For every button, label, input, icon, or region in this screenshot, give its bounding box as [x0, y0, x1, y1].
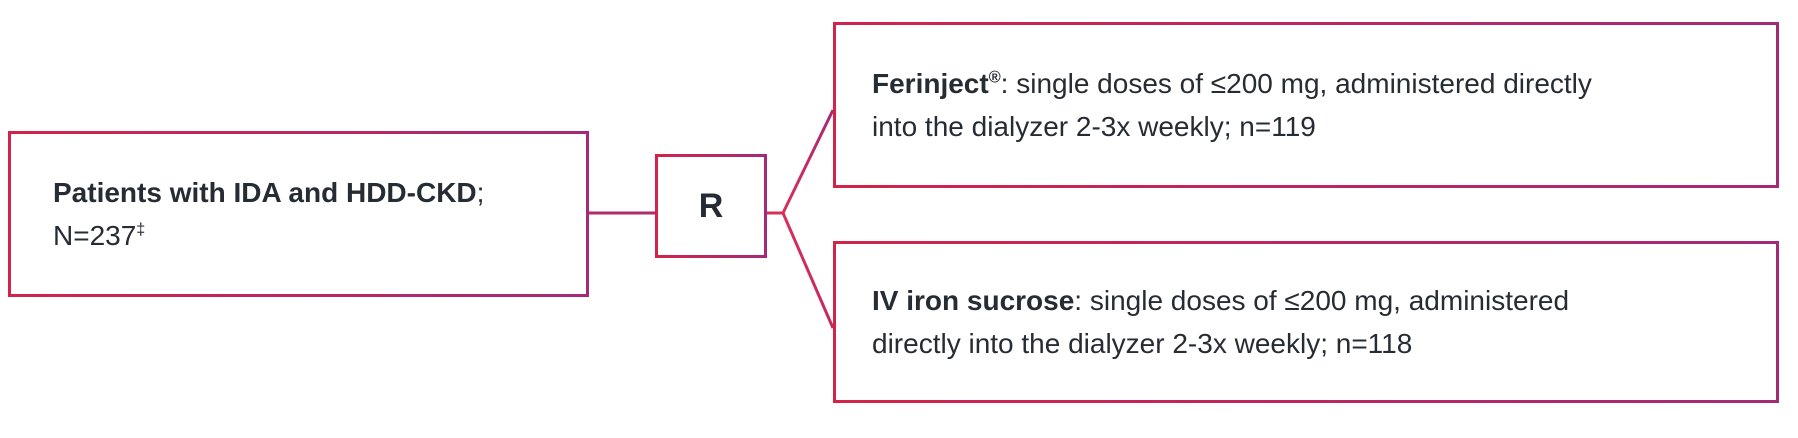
iron-sucrose-arm-line1: IV iron sucrose: single doses of ≤200 mg…	[872, 279, 1766, 322]
population-label-tail: ;	[476, 177, 485, 208]
randomization-box: R	[655, 154, 767, 258]
population-label-bold: Patients with IDA and HDD-CKD	[53, 177, 477, 208]
ferinject-arm-dose-text: : single doses of ≤200 mg, administered …	[1000, 68, 1592, 99]
fork-upper-diagonal-line	[781, 109, 835, 214]
iron-sucrose-arm-dose-text: : single doses of ≤200 mg, administered	[1074, 285, 1570, 316]
iron-sucrose-arm-line2: directly into the dialyzer 2-3x weekly; …	[872, 328, 1413, 359]
population-box: Patients with IDA and HDD-CKD; N=237‡	[8, 131, 589, 297]
population-n-value: N=237	[53, 220, 137, 251]
ferinject-registered-mark: ®	[988, 68, 1001, 87]
ferinject-arm-line1: Ferinject®: single doses of ≤200 mg, adm…	[872, 62, 1766, 105]
fork-lower-diagonal-line	[781, 212, 835, 329]
population-n-footnote-mark: ‡	[136, 220, 146, 239]
ferinject-arm-box: Ferinject®: single doses of ≤200 mg, adm…	[833, 22, 1779, 188]
randomization-label: R	[698, 186, 724, 225]
population-label: Patients with IDA and HDD-CKD;	[53, 171, 576, 214]
population-n: N=237‡	[53, 214, 576, 257]
ferinject-arm-name: Ferinject	[872, 68, 989, 99]
ferinject-arm-line2: into the dialyzer 2-3x weekly; n=119	[872, 111, 1316, 142]
iron-sucrose-arm-name: IV iron sucrose	[872, 285, 1075, 316]
iron-sucrose-arm-box: IV iron sucrose: single doses of ≤200 mg…	[833, 241, 1779, 403]
